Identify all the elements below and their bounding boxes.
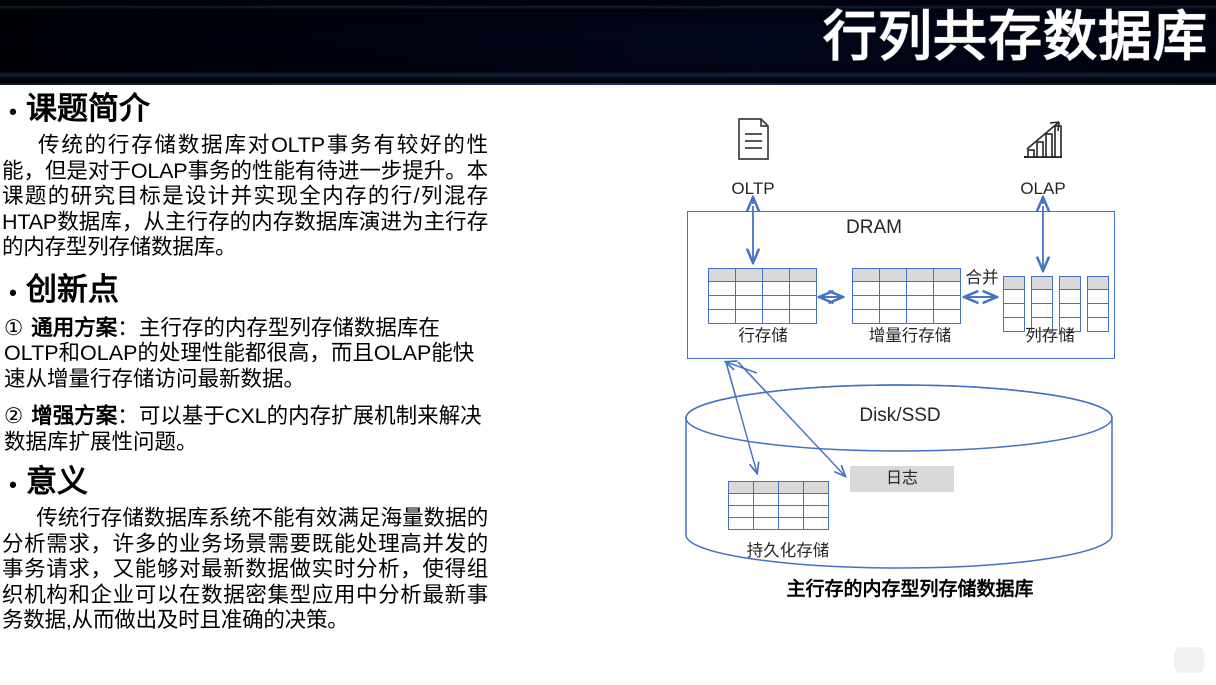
persistent-store-table xyxy=(728,481,829,530)
innovation-item-2: ② 增强方案：可以基于CXL的内存扩展机制来解决数据库扩展性问题。 xyxy=(0,404,500,455)
delta-row-store-table xyxy=(852,268,961,324)
section-title-significance: 意义 xyxy=(26,464,88,499)
significance-paragraph-text: 传统行存储数据库系统不能有效满足海量数据的分析需求，许多的业务场景需要既能处理高… xyxy=(2,506,488,632)
title-banner: 行列共存数据库 xyxy=(0,0,1216,85)
dram-label: DRAM xyxy=(846,217,902,238)
column-store-table xyxy=(1003,276,1025,332)
item-text: 可以基于CXL的内存扩展机制来解决数据库扩展性问题。 xyxy=(4,404,482,454)
column-store-table xyxy=(1031,276,1053,332)
section-heading-innovation: • 创新点 xyxy=(0,271,500,312)
olap-label: OLAP xyxy=(1020,179,1066,198)
bar-chart-trend-icon xyxy=(1020,116,1066,162)
item-label: 通用方案 xyxy=(31,315,118,340)
delta-row-store-label: 增量行存储 xyxy=(868,327,952,345)
innovation-item-1: ① 通用方案：主行存的内存型列存储数据库在OLTP和OLAP的处理性能都很高，而且… xyxy=(0,316,500,393)
intro-paragraph: 传统的行存储数据库对OLTP事务有较好的性能，但是对于OLAP事务的性能有待进一… xyxy=(0,133,500,261)
content-column: • 课题简介 传统的行存储数据库对OLTP事务有较好的性能，但是对于OLAP事务… xyxy=(0,86,500,684)
item-label: 增强方案 xyxy=(31,404,118,428)
page-title: 行列共存数据库 xyxy=(823,7,1208,67)
row-store-label: 行存储 xyxy=(738,327,788,345)
section-heading-significance: • 意义 xyxy=(0,463,500,504)
significance-paragraph: 传统行存储数据库系统不能有效满足海量数据的分析需求，许多的业务场景需要既能处理高… xyxy=(0,506,500,634)
column-store-table xyxy=(1087,276,1109,332)
item-separator: ： xyxy=(117,404,139,428)
merge-label: 合并 xyxy=(965,269,999,287)
bullet-icon: • xyxy=(9,472,17,497)
log-box: 日志 xyxy=(850,466,954,492)
corner-marker xyxy=(1174,647,1204,673)
bullet-icon: • xyxy=(9,99,17,124)
disk-ssd-label: Disk/SSD xyxy=(859,405,941,426)
bullet-icon: • xyxy=(9,279,17,305)
item-number: ② xyxy=(4,404,24,428)
intro-paragraph-text: 传统的行存储数据库对OLTP事务有较好的性能，但是对于OLAP事务的性能有待进一… xyxy=(2,133,488,259)
item-text: 主行存的内存型列存储数据库在OLTP和OLAP的处理性能都很高，而且OLAP能快… xyxy=(4,315,475,391)
item-separator: ： xyxy=(117,315,139,340)
section-title-intro: 课题简介 xyxy=(26,91,150,126)
persistent-store-label: 持久化存储 xyxy=(746,542,830,560)
column-store-label: 列存储 xyxy=(1025,327,1075,345)
row-store-table xyxy=(708,268,817,324)
document-icon xyxy=(730,116,776,162)
diagram-connectors xyxy=(685,86,1113,569)
diagram-caption: 主行存的内存型列存储数据库 xyxy=(786,579,1034,600)
section-heading-intro: • 课题简介 xyxy=(0,90,500,131)
oltp-label: OLTP xyxy=(731,179,775,198)
item-number: ① xyxy=(4,315,24,340)
section-title-innovation: 创新点 xyxy=(26,271,119,307)
column-store-table xyxy=(1059,276,1081,332)
architecture-diagram: OLTP OLAP DRAM 行存储 增量行存储 合并 xyxy=(660,86,1216,684)
banner-bottom-edge xyxy=(0,83,1216,85)
